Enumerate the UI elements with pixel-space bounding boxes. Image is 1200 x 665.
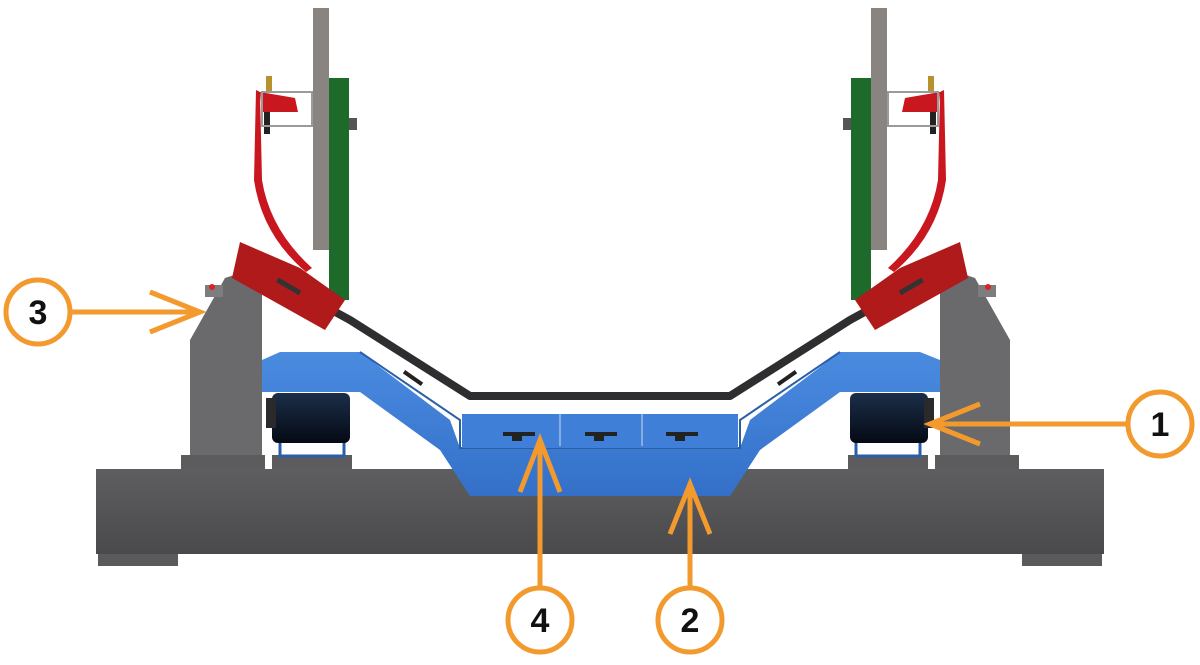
- right-skirt-assembly: [843, 8, 968, 330]
- right-roller: [848, 393, 934, 469]
- callout-3: 3: [3, 277, 207, 347]
- left-side-bracket: [181, 266, 265, 469]
- callout-1-label: 1: [1151, 406, 1170, 444]
- left-roller: [266, 393, 352, 469]
- callout-2-label: 2: [681, 602, 700, 640]
- right-side-bracket: [935, 266, 1019, 469]
- trough-frame: [262, 351, 940, 496]
- callout-1: 1: [923, 389, 1195, 459]
- callout-4: 4: [505, 433, 575, 655]
- callout-3-label: 3: [29, 294, 48, 332]
- callout-4-label: 4: [531, 602, 550, 640]
- left-skirt-assembly: [232, 8, 357, 330]
- callout-2: 2: [655, 477, 725, 655]
